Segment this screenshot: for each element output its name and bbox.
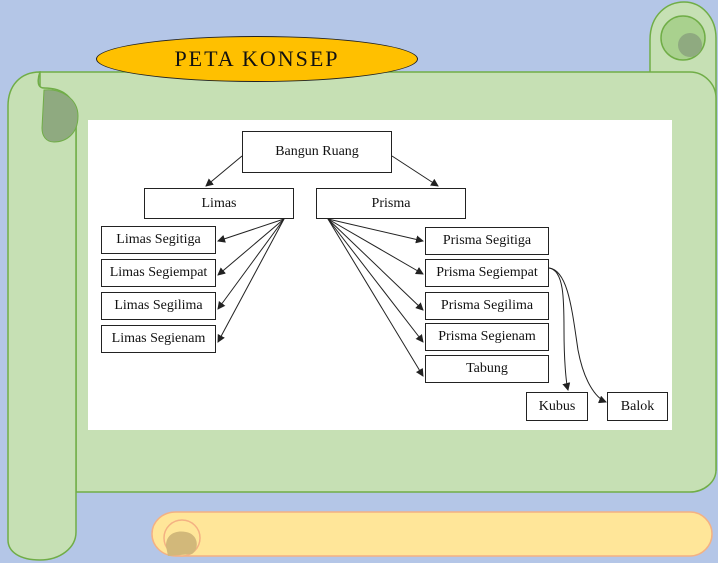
edge-prisma-segilima [327, 218, 424, 311]
node-limas-segilima: Limas Segilima [101, 292, 216, 320]
node-prisma-segienam: Prisma Segienam [425, 323, 549, 351]
node-limas-segitiga: Limas Segitiga [101, 226, 216, 254]
node-prisma-segiempat: Prisma Segiempat [425, 259, 549, 287]
scroll-left-curl [41, 89, 79, 143]
node-root: Bangun Ruang [242, 131, 392, 173]
bottom-scroll-curl-shade [166, 531, 197, 556]
scroll-top-right-roll-inner [678, 33, 702, 57]
node-prisma: Prisma [316, 188, 466, 219]
node-kubus: Kubus [526, 392, 588, 421]
page-title: PETA KONSEP [96, 36, 418, 82]
bottom-scroll [151, 511, 713, 557]
edge-limas-segilima [217, 218, 285, 310]
edge-limas-segiempat [217, 218, 285, 276]
edge-limas-segitiga [217, 218, 285, 243]
node-limas-segiempat: Limas Segiempat [101, 259, 216, 287]
edge-root-prisma [391, 155, 439, 187]
node-limas-segienam: Limas Segienam [101, 325, 216, 353]
edge-prisma-tabung [327, 218, 424, 377]
edge-prisma-segitiga [327, 218, 424, 244]
edge-segiempat-balok [548, 267, 607, 404]
concept-map-panel: Bangun Ruang Limas Prisma Limas Segitiga… [88, 120, 672, 430]
edge-limas-segienam [217, 218, 285, 343]
scroll-left-roll [7, 71, 77, 561]
node-tabung: Tabung [425, 355, 549, 383]
node-balok: Balok [607, 392, 668, 421]
node-limas: Limas [144, 188, 294, 219]
edge-prisma-segiempat [327, 218, 424, 275]
edge-prisma-segienam [327, 218, 424, 343]
edge-root-limas [205, 155, 243, 187]
edge-segiempat-kubus [548, 267, 571, 391]
node-prisma-segilima: Prisma Segilima [425, 292, 549, 320]
node-prisma-segitiga: Prisma Segitiga [425, 227, 549, 255]
